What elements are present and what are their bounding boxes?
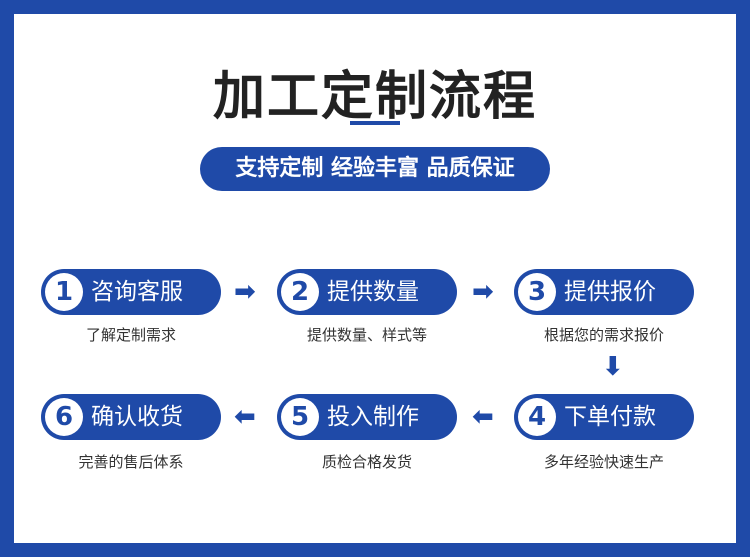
step-5-desc: 质检合格发货 [321, 453, 412, 471]
step-6-desc: 完善的售后体系 [78, 453, 184, 471]
step-1-label: 咨询客服 [91, 279, 183, 305]
step-1-desc: 了解定制需求 [85, 326, 176, 344]
step-6-number: 6 [45, 398, 83, 436]
step-3-label: 提供报价 [564, 279, 656, 305]
step-2-number: 2 [281, 273, 319, 311]
step-3-desc: 根据您的需求报价 [543, 326, 664, 344]
arrow-right-icon: ➡ [472, 277, 494, 307]
step-5-number: 5 [281, 398, 319, 436]
content-frame: 加工定制流程 支持定制 经验丰富 品质保证 1 咨询客服 了解定制需求 ➡ 2 … [14, 14, 736, 543]
step-1-number: 1 [45, 273, 83, 311]
step-4-label: 下单付款 [564, 404, 656, 430]
step-2-pill: 2 提供数量 [277, 269, 457, 315]
step-4-desc: 多年经验快速生产 [543, 453, 664, 471]
step-3-number: 3 [518, 273, 556, 311]
page-title: 加工定制流程 [212, 67, 537, 127]
step-4-number: 4 [518, 398, 556, 436]
arrow-left-icon: ⬅ [234, 402, 256, 432]
subtitle-banner: 支持定制 经验丰富 品质保证 [200, 147, 550, 191]
step-2-desc: 提供数量、样式等 [306, 326, 427, 344]
title-underline [350, 121, 400, 125]
step-2-label: 提供数量 [327, 279, 419, 305]
step-5-label: 投入制作 [327, 404, 419, 430]
arrow-right-icon: ➡ [234, 277, 256, 307]
arrow-left-icon: ⬅ [472, 402, 494, 432]
step-1-pill: 1 咨询客服 [41, 269, 221, 315]
step-6-pill: 6 确认收货 [41, 394, 221, 440]
step-5-pill: 5 投入制作 [277, 394, 457, 440]
step-6-label: 确认收货 [91, 404, 183, 430]
arrow-down-icon: ⬇ [602, 352, 624, 382]
step-4-pill: 4 下单付款 [514, 394, 694, 440]
step-3-pill: 3 提供报价 [514, 269, 694, 315]
